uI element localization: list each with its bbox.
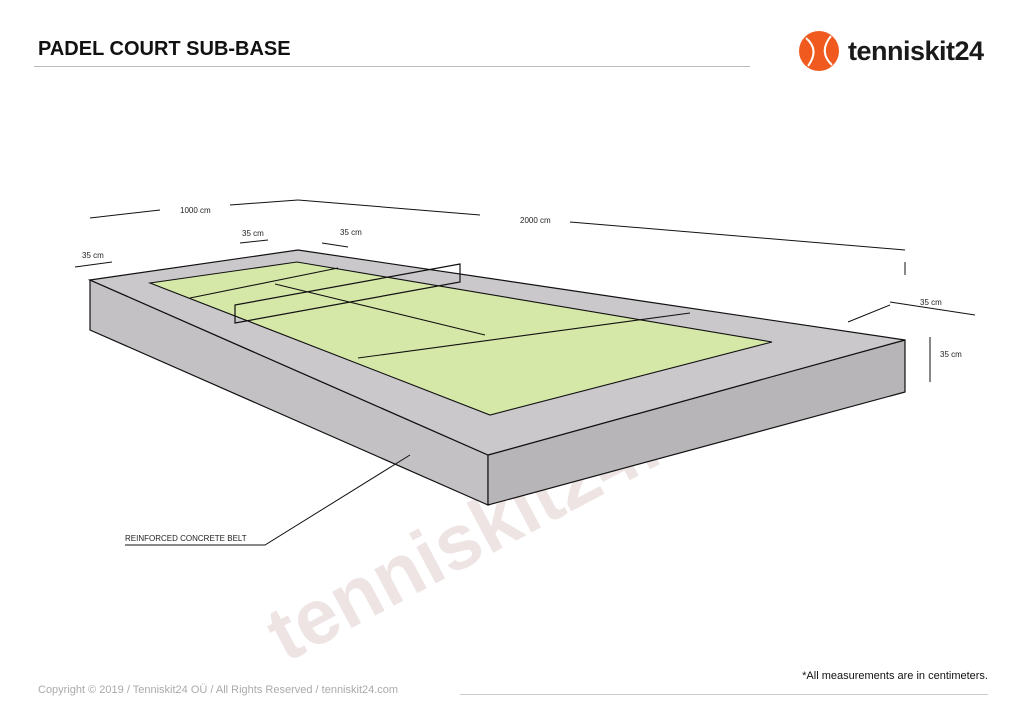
- dim-belt-back-a: 35 cm: [242, 229, 264, 238]
- callout-label: REINFORCED CONCRETE BELT: [125, 534, 247, 543]
- dim-half-length: 1000 cm: [180, 206, 211, 215]
- dim-length: 2000 cm: [520, 216, 551, 225]
- tennis-ball-icon: [799, 31, 839, 71]
- dim-belt-right: 35 cm: [920, 298, 942, 307]
- dim-belt-left: 35 cm: [82, 251, 104, 260]
- title-divider: [34, 66, 750, 67]
- net: [234, 263, 461, 324]
- callout-leader: [125, 454, 411, 546]
- court-surface: [147, 261, 773, 416]
- footer-divider: [460, 694, 988, 695]
- dim-belt-back-b: 35 cm: [340, 228, 362, 237]
- logo-text: tenniskit24: [848, 35, 984, 66]
- measurement-note: *All measurements are in centimeters.: [802, 670, 988, 682]
- page-title: PADEL COURT SUB-BASE: [38, 38, 291, 60]
- brand-logo[interactable]: tenniskit24: [798, 30, 984, 72]
- dimension-lines: [74, 199, 976, 382]
- dim-depth: 35 cm: [940, 350, 962, 359]
- copyright: Copyright © 2019 / Tenniskit24 OÜ / All …: [38, 684, 399, 696]
